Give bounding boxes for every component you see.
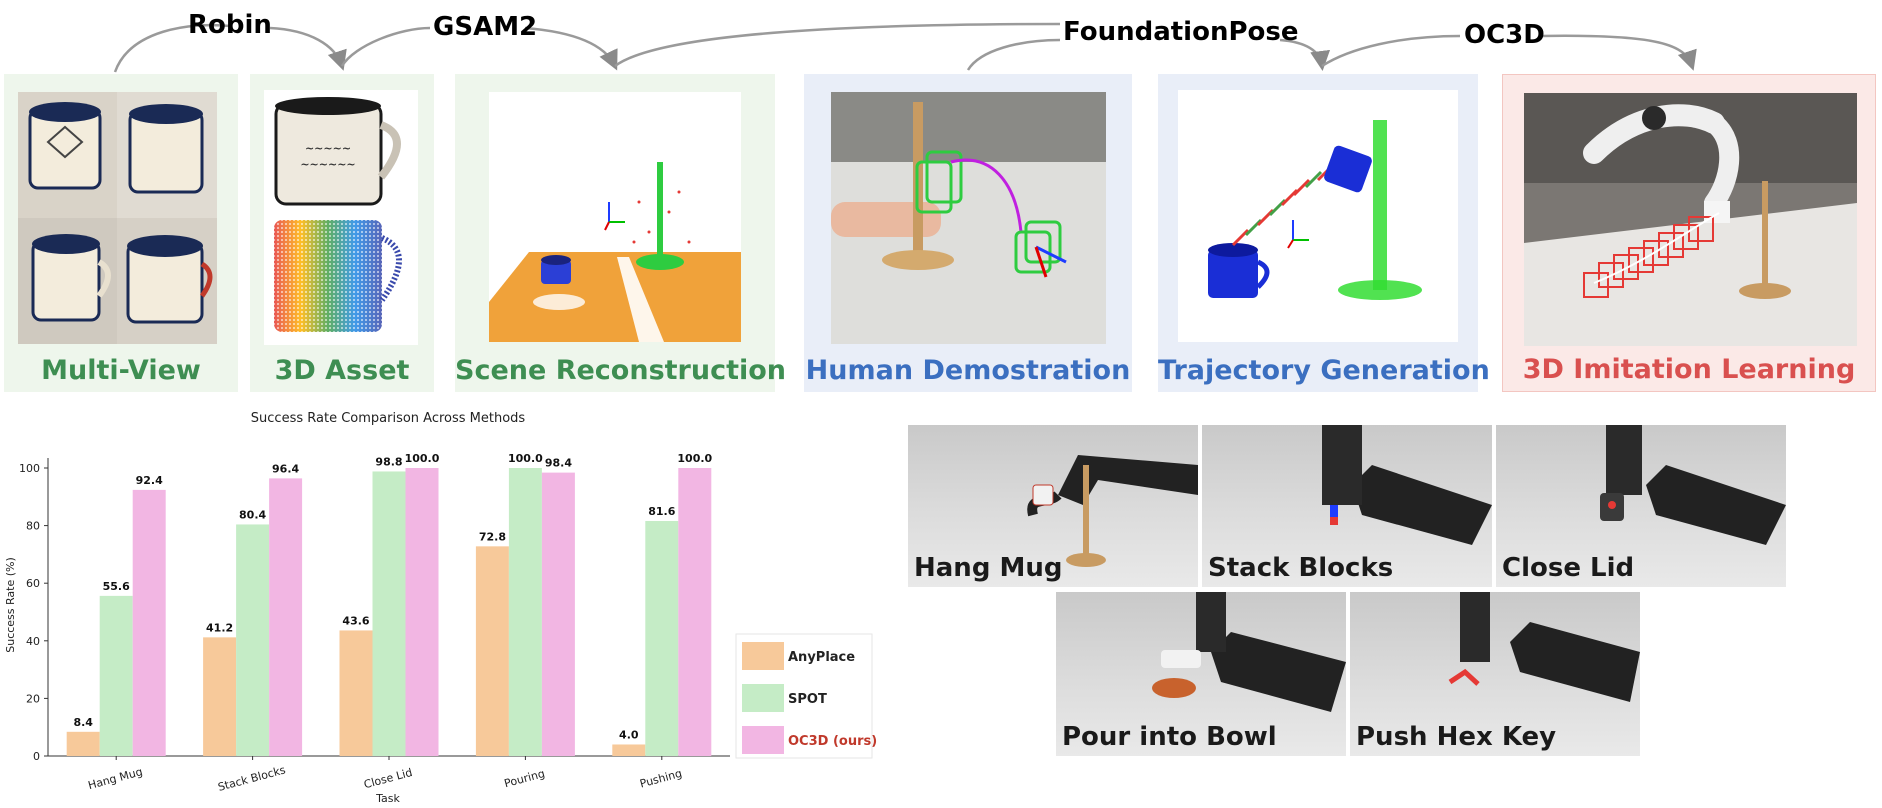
svg-text:~~~~~: ~~~~~ (305, 142, 351, 155)
chart-y-tick-label: 0 (33, 750, 40, 763)
chart-y-tick-label: 20 (26, 692, 40, 705)
svg-text:~~~~~~: ~~~~~~ (300, 158, 355, 171)
task-label-pour-into-bowl: Pour into Bowl (1062, 722, 1277, 752)
tool-robin-label: Robin (188, 10, 272, 40)
imitation-image (1524, 93, 1857, 346)
chart-legend-label: SPOT (788, 692, 827, 707)
chart-bar (645, 520, 679, 756)
task-card-close-lid: Close Lid (1496, 425, 1786, 587)
chart-bar (508, 468, 542, 756)
demo-image (831, 92, 1106, 344)
pipeline-arrows (113, 22, 1697, 73)
chart-x-tick-label: Hang Mug (87, 765, 144, 792)
task-card-hang-mug: Hang Mug (908, 425, 1198, 587)
scene-pointcloud-image (489, 92, 741, 342)
chart-data-label: 55.6 (103, 580, 130, 593)
task-label-push-hex-key: Push Hex Key (1356, 722, 1557, 752)
human-demo-image (831, 92, 1106, 344)
chart-y-tick-label: 80 (26, 520, 40, 533)
pour-into-bowl-image (1152, 592, 1346, 712)
chart-x-tick-label: Pushing (638, 767, 683, 791)
trajectory-image-svg (1178, 90, 1458, 342)
multi-view-photos (18, 92, 217, 344)
stage-3d-asset-label: 3D Asset (274, 355, 410, 386)
stage-trajectory-generation-label: Trajectory Generation (1158, 355, 1490, 386)
chart-bar (372, 471, 406, 756)
mug-asset-image: ~~~~~ ~~~~~~ (264, 90, 418, 345)
panel-scene-reconstruction: Scene Reconstruction (455, 74, 787, 392)
chart-bar (66, 731, 100, 756)
chart-data-label: 98.8 (375, 455, 402, 468)
chart-x-tick-label: Close Lid (362, 766, 413, 791)
task-card-push-hex-key: Push Hex Key (1350, 592, 1640, 756)
chart-legend-swatch (742, 642, 784, 670)
chart-data-label: 81.6 (648, 505, 675, 518)
chart-bar (203, 637, 237, 756)
task-label-stack-blocks: Stack Blocks (1208, 553, 1394, 583)
chart-title: Success Rate Comparison Across Methods (251, 411, 526, 426)
task-label-hang-mug: Hang Mug (914, 553, 1063, 583)
asset-image: ~~~~~ ~~~~~~ (264, 90, 418, 345)
task-card-stack-blocks: Stack Blocks (1202, 425, 1492, 587)
chart-bar (678, 468, 712, 756)
stage-human-demonstration-label: Human Demostration (805, 355, 1131, 386)
chart-bar (99, 595, 133, 756)
chart-data-label: 100.0 (405, 452, 440, 465)
stage-multi-view-label: Multi-View (41, 355, 201, 386)
stack-blocks-image (1322, 425, 1492, 545)
success-rate-chart: Success Rate Comparison Across Methods S… (4, 411, 877, 805)
chart-y-axis-label: Success Rate (%) (4, 557, 17, 653)
chart-data-label: 100.0 (677, 452, 712, 465)
chart-y-tick-label: 60 (26, 577, 40, 590)
chart-y-tick-label: 40 (26, 635, 40, 648)
chart-data-label: 8.4 (73, 716, 93, 729)
task-card-pour-into-bowl: Pour into Bowl (1056, 592, 1346, 756)
tool-oc3d-label: OC3D (1464, 20, 1545, 50)
chart-data-label: 100.0 (508, 452, 543, 465)
tool-gsam2-label: GSAM2 (433, 12, 538, 42)
chart-bar (269, 478, 303, 756)
stage-3d-imitation-learning-label: 3D Imitation Learning (1522, 354, 1856, 385)
stage-scene-reconstruction-label: Scene Reconstruction (455, 355, 787, 386)
mug-photos-image (18, 92, 217, 344)
chart-x-tick-label: Pouring (503, 767, 546, 790)
chart-x-axis-label: Task (375, 792, 400, 805)
chart-bar (405, 468, 439, 756)
task-label-close-lid: Close Lid (1502, 553, 1635, 583)
tool-foundationpose-label: FoundationPose (1063, 17, 1299, 47)
robot-imitation-image (1524, 93, 1857, 346)
panel-human-demonstration: Human Demostration (804, 74, 1132, 392)
chart-bar (132, 489, 166, 756)
panel-3d-asset: ~~~~~ ~~~~~~ 3D Asset (250, 74, 434, 392)
panel-3d-imitation-learning: 3D Imitation Learning (1502, 74, 1876, 392)
scene-image (489, 92, 741, 342)
chart-bar (612, 744, 646, 756)
chart-data-label: 80.4 (239, 508, 266, 521)
chart-bar (475, 546, 509, 756)
chart-legend-label: AnyPlace (788, 650, 855, 665)
chart-bar (339, 630, 373, 756)
chart-y-tick-label: 100 (19, 462, 40, 475)
chart-legend-swatch (742, 684, 784, 712)
chart-data-label: 96.4 (272, 462, 299, 475)
chart-data-label: 41.2 (206, 621, 233, 634)
chart-bar (236, 524, 270, 756)
close-lid-image (1600, 425, 1786, 545)
chart-x-tick-label: Stack Blocks (216, 763, 287, 794)
push-hex-key-image (1448, 592, 1640, 702)
panel-multi-view: Multi-View (4, 74, 238, 392)
chart-data-label: 98.4 (545, 457, 572, 470)
panel-trajectory-generation: Trajectory Generation (1158, 74, 1490, 392)
chart-data-label: 4.0 (619, 728, 639, 741)
chart-legend-swatch (742, 726, 784, 754)
chart-data-label: 92.4 (136, 474, 163, 487)
chart-bar (541, 472, 575, 756)
chart-data-label: 72.8 (479, 530, 506, 543)
chart-data-label: 43.6 (342, 614, 369, 627)
chart-legend-label: OC3D (ours) (788, 734, 877, 749)
trajectory-image (1178, 90, 1458, 342)
hang-mug-image (1027, 455, 1198, 567)
